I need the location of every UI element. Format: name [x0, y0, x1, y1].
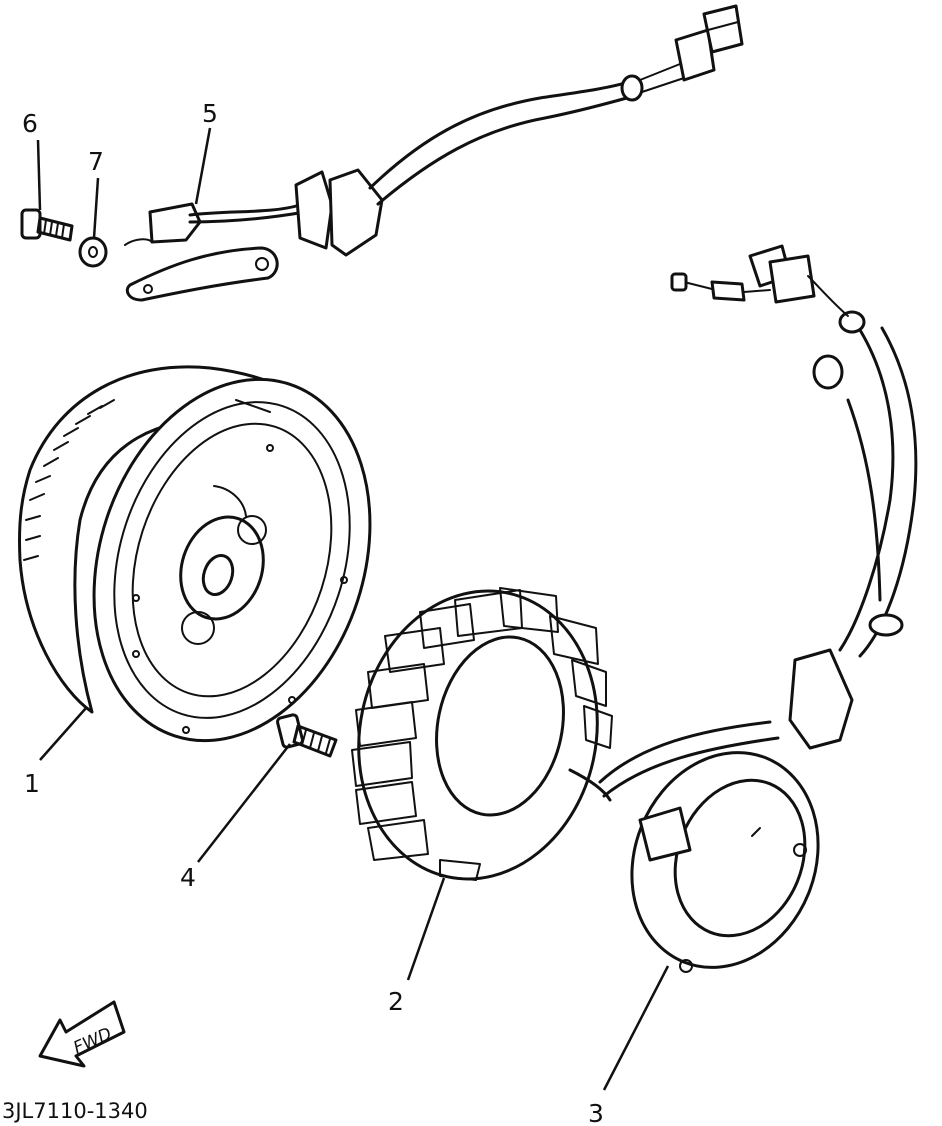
part-3-cover — [630, 751, 820, 973]
part-5-pickup-coil — [124, 4, 744, 302]
leader-lines — [36, 127, 670, 1091]
part-1-flywheel-rotor — [18, 365, 372, 743]
part-6-bolt — [20, 208, 74, 242]
part-2-stator — [351, 587, 780, 881]
callout-6: 6 — [22, 109, 38, 138]
callout-3: 3 — [588, 1099, 604, 1126]
callout-numbers: 6 7 5 1 4 2 3 — [22, 99, 604, 1126]
callout-5: 5 — [202, 99, 218, 128]
callout-1: 1 — [24, 769, 40, 798]
part-4-bolt — [276, 713, 338, 758]
callout-7: 7 — [88, 147, 104, 176]
wiring-harness — [670, 244, 918, 750]
fwd-arrow: FWD — [38, 1000, 126, 1068]
callout-2: 2 — [388, 987, 404, 1016]
callout-4: 4 — [180, 863, 196, 892]
diagram-id: 3JL7110-1340 — [2, 1099, 148, 1123]
part-7-washer — [78, 236, 108, 268]
